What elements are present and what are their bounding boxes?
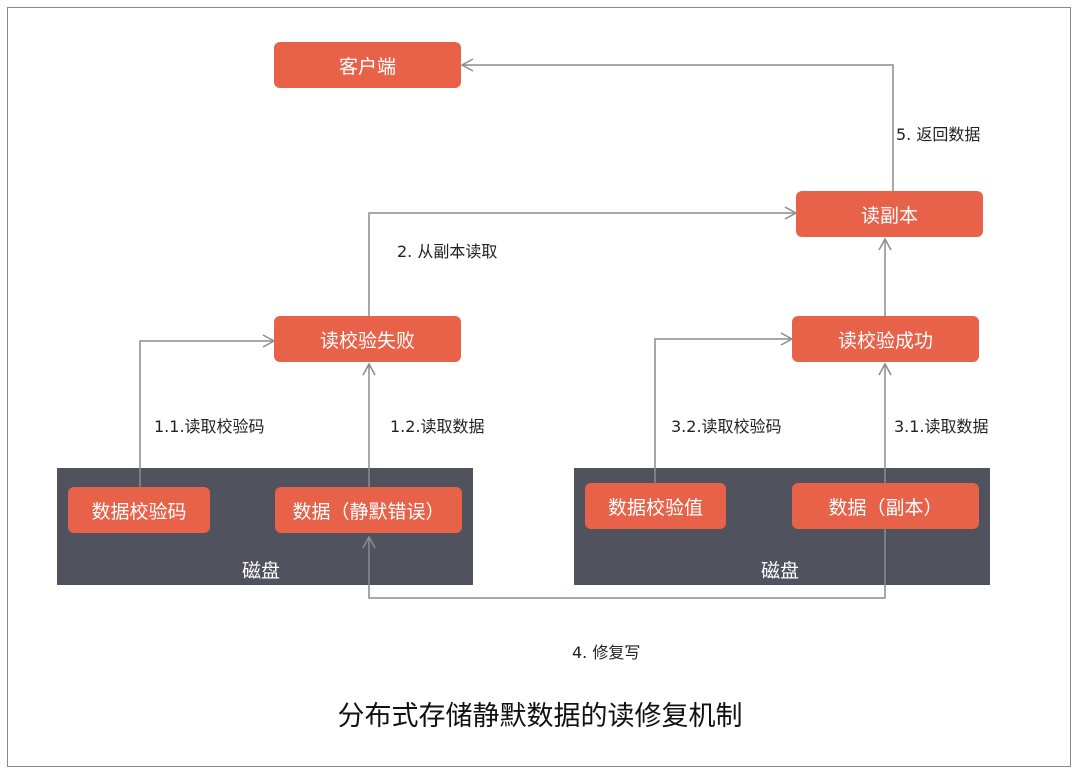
edge-3-1-label: 3.1.读取数据 — [894, 417, 989, 436]
edge-2-label: 2. 从副本读取 — [397, 242, 498, 261]
verify-success-node: 读校验成功 — [792, 316, 979, 362]
edge-success-to-replica-arrowhead — [878, 237, 892, 251]
edge-3-2-label: 3.2.读取校验码 — [671, 417, 782, 436]
diagram-title: 分布式存储静默数据的读修复机制 — [337, 701, 743, 732]
edge-5-arrowhead — [460, 58, 474, 72]
edge-1-2-label: 1.2.读取数据 — [390, 417, 485, 436]
data-silent-error-node: 数据（静默错误） — [275, 487, 462, 533]
verify-fail-node: 读校验失败 — [274, 316, 461, 362]
edge-5-label: 5. 返回数据 — [896, 125, 981, 144]
disk-left-label: 磁盘 — [242, 560, 281, 582]
edge-4-label: 4. 修复写 — [572, 643, 641, 662]
edge-2-line — [368, 212, 796, 318]
edge-1-1-line — [139, 340, 274, 487]
client-node: 客户端 — [274, 42, 461, 88]
edge-3-2-line — [654, 338, 792, 483]
read-replica-node: 读副本 — [796, 191, 983, 237]
disk-right-label: 磁盘 — [761, 560, 800, 582]
edge-1-1-label: 1.1.读取校验码 — [154, 417, 265, 436]
checksum-left-node: 数据校验码 — [68, 487, 210, 533]
edge-5-line — [462, 64, 894, 191]
edge-4-arrowhead — [362, 535, 376, 549]
diagram-frame — [7, 7, 1071, 767]
data-replica-node: 数据（副本） — [792, 483, 979, 529]
edge-1-2-arrowhead — [362, 362, 376, 376]
checksum-right-node: 数据校验值 — [585, 483, 726, 529]
edge-4-line — [368, 529, 886, 599]
edge-3-1-arrowhead — [878, 362, 892, 376]
